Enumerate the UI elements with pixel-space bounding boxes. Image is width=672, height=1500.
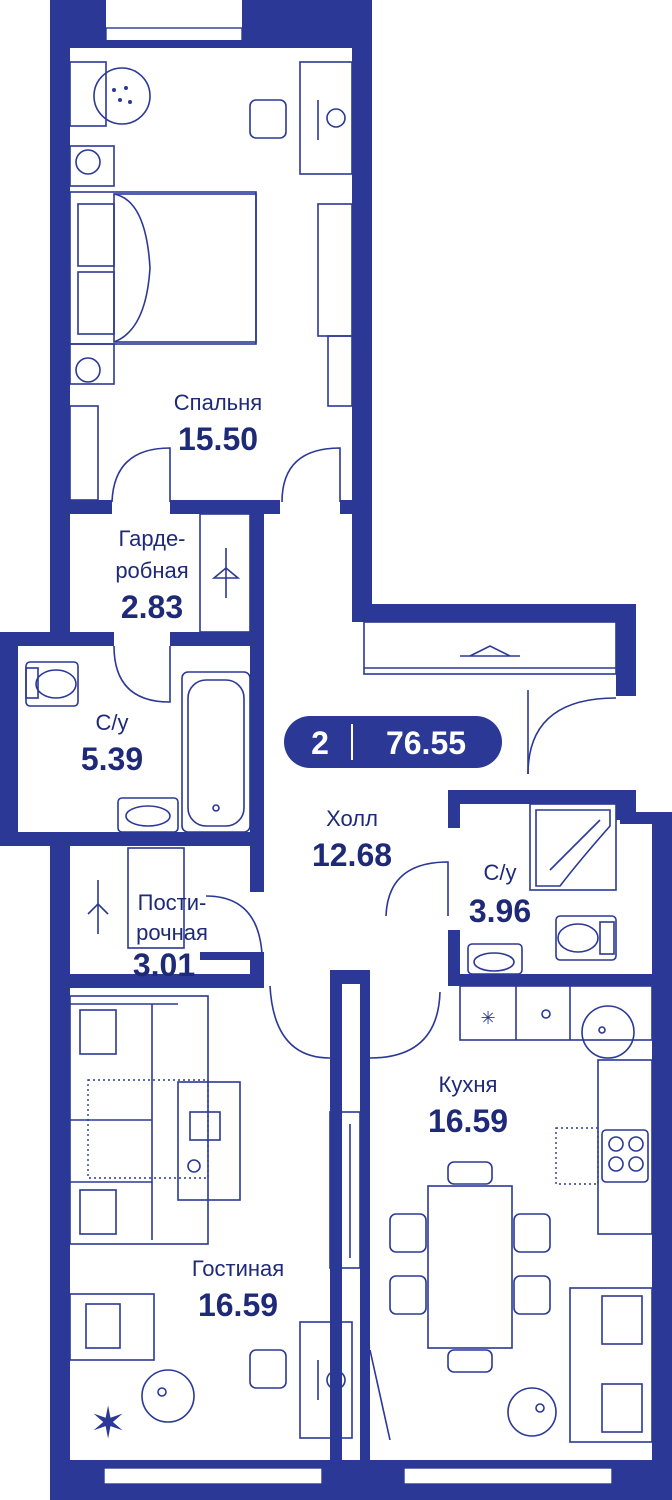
doors [111, 447, 617, 1441]
window-kitchen [403, 1467, 613, 1485]
plant-icon: ✶ [90, 1398, 127, 1449]
living-area: 16.59 [198, 1287, 278, 1323]
bedroom-furniture [69, 61, 353, 501]
hall-area: 12.68 [312, 837, 392, 873]
living-name: Гостиная [192, 1256, 284, 1281]
bath1-fixtures [25, 661, 251, 833]
room-labels: Спальня 15.50 Гарде- робная 2.83 С/у 5.3… [81, 390, 531, 1323]
hall-name: Холл [326, 806, 378, 831]
laundry-area: 3.01 [133, 947, 195, 983]
window-living [103, 1467, 323, 1485]
bath1-area: 5.39 [81, 741, 143, 777]
wardrobe-name-1: Гарде- [118, 526, 185, 551]
kitchen-area: 16.59 [428, 1103, 508, 1139]
bedroom-area: 15.50 [178, 421, 258, 457]
bath2-area: 3.96 [469, 893, 531, 929]
bedroom-name: Спальня [174, 390, 262, 415]
kitchen-furniture: ✳ [389, 985, 653, 1443]
wardrobe-fixtures [87, 513, 617, 949]
summary-badge: 2 76.55 [284, 716, 502, 768]
laundry-name-1: Пости- [138, 890, 207, 915]
laundry-name-2: рочная [136, 920, 208, 945]
wardrobe-area: 2.83 [121, 589, 183, 625]
svg-text:✳: ✳ [480, 1008, 495, 1029]
living-furniture: ✶ [69, 995, 361, 1449]
bath2-name: С/у [484, 860, 517, 885]
kitchen-name: Кухня [439, 1072, 498, 1097]
rooms-count: 2 [311, 725, 329, 761]
wardrobe-name-2: робная [115, 558, 188, 583]
bath1-name: С/у [96, 710, 129, 735]
bath2-fixtures [467, 803, 617, 975]
total-area: 76.55 [386, 725, 466, 761]
